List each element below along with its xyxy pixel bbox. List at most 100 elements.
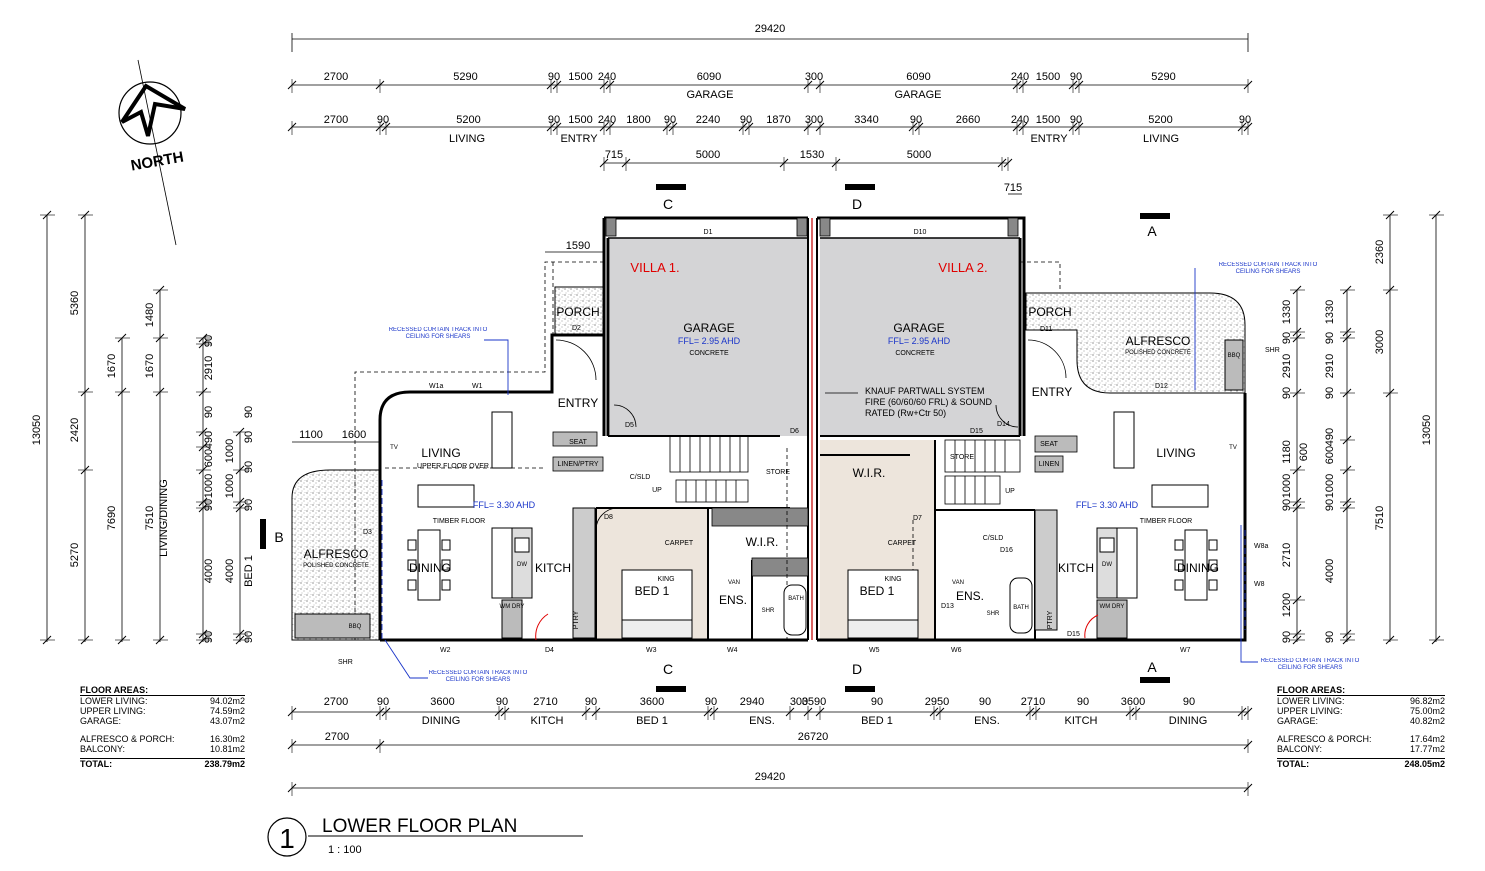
dim-bot-label-4: BED 1 bbox=[861, 715, 893, 727]
svg-text:ENS.: ENS. bbox=[956, 589, 984, 603]
dim-bot1-8: 2940 bbox=[740, 696, 764, 708]
north-label: NORTH bbox=[129, 149, 184, 175]
bottom-dimensions bbox=[292, 711, 1248, 789]
svg-text:FFL= 3.30 AHD: FFL= 3.30 AHD bbox=[1076, 500, 1139, 510]
svg-text:DW: DW bbox=[1102, 562, 1112, 568]
svg-text:SHR: SHR bbox=[1265, 347, 1280, 354]
svg-text:UPPER FLOOR OVER: UPPER FLOOR OVER bbox=[417, 463, 489, 470]
svg-text:FIRE (60/60/60 FRL) & SOUND: FIRE (60/60/60 FRL) & SOUND bbox=[865, 397, 993, 407]
dim-overall-top: 29420 bbox=[755, 23, 786, 35]
svg-text:C/SLD: C/SLD bbox=[983, 535, 1004, 542]
areas-left-row-value: 43.07m2 bbox=[209, 716, 245, 726]
svg-text:1590: 1590 bbox=[566, 240, 590, 252]
svg-text:VAN: VAN bbox=[728, 580, 740, 586]
svg-text:W8: W8 bbox=[1254, 581, 1265, 588]
dim-r2-5: 600 bbox=[1324, 446, 1336, 464]
dim-top1-0: 2700 bbox=[324, 71, 348, 83]
svg-text:STORE: STORE bbox=[766, 469, 790, 476]
svg-text:CONCRETE: CONCRETE bbox=[689, 350, 729, 357]
svg-text:D7: D7 bbox=[913, 515, 922, 522]
dim-label-living-1: LIVING bbox=[449, 133, 485, 145]
svg-text:D15: D15 bbox=[1067, 631, 1080, 638]
dim-top1-2: 90 bbox=[548, 71, 560, 83]
dim-l4-3: LIVING/DINING bbox=[158, 479, 170, 557]
areas-right-row: ALFRESCO & PORCH:17.64m2 bbox=[1277, 734, 1445, 744]
svg-text:A: A bbox=[1147, 659, 1157, 675]
svg-text:C/SLD: C/SLD bbox=[630, 474, 651, 481]
svg-text:D3: D3 bbox=[363, 529, 372, 536]
areas-left-row-label: BALCONY: bbox=[80, 744, 126, 754]
svg-text:W6: W6 bbox=[951, 647, 962, 654]
dim-top2-11: 300 bbox=[805, 114, 823, 126]
areas-left-heading: FLOOR AREAS: bbox=[80, 685, 245, 696]
svg-text:STORE: STORE bbox=[950, 454, 974, 461]
dim-r3-2: 2910 bbox=[1281, 354, 1293, 378]
dim-r1-1: 3000 bbox=[1374, 330, 1386, 354]
svg-text:PTRY: PTRY bbox=[573, 610, 580, 629]
dim-bot1-1: 90 bbox=[377, 696, 389, 708]
svg-text:ALFRESCO: ALFRESCO bbox=[304, 547, 369, 561]
villa-2-label: VILLA 2. bbox=[938, 260, 987, 275]
svg-text:ENS.: ENS. bbox=[719, 593, 747, 607]
areas-right-row-value: 40.82m2 bbox=[1409, 716, 1445, 726]
svg-text:D1: D1 bbox=[704, 229, 713, 236]
dim-l4-2: 7510 bbox=[144, 506, 156, 530]
svg-text:W3: W3 bbox=[646, 647, 657, 654]
curtain-leaders bbox=[381, 268, 1258, 679]
dim-l5-0: 90 bbox=[203, 335, 215, 347]
dim-top1-4: 240 bbox=[598, 71, 616, 83]
svg-text:CARPET: CARPET bbox=[888, 540, 917, 547]
svg-text:D: D bbox=[852, 196, 862, 212]
svg-text:D10: D10 bbox=[914, 229, 927, 236]
north-arrow: NORTH bbox=[118, 59, 187, 246]
svg-text:D6: D6 bbox=[790, 428, 799, 435]
title-block: 1 LOWER FLOOR PLAN 1 : 100 bbox=[267, 816, 583, 857]
dim-r3-extra: 600 bbox=[1298, 443, 1310, 461]
dim-bot1-5: 90 bbox=[585, 696, 597, 708]
areas-left-row-value: 74.59m2 bbox=[209, 706, 245, 716]
dim-l2-0: 5360 bbox=[69, 291, 81, 315]
svg-text:DW: DW bbox=[517, 562, 527, 568]
svg-text:POLISHED CONCRETE: POLISHED CONCRETE bbox=[1125, 350, 1191, 356]
dim-r2-4: 490 bbox=[1324, 428, 1336, 446]
svg-text:SHR: SHR bbox=[987, 611, 1000, 617]
svg-text:PORCH: PORCH bbox=[1028, 305, 1071, 319]
dim-l7-2: 90 bbox=[243, 499, 255, 511]
svg-text:SEAT: SEAT bbox=[569, 439, 587, 446]
dim-l7-0: 90 bbox=[243, 431, 255, 443]
svg-text:PORCH: PORCH bbox=[556, 305, 599, 319]
dim-r2-1: 90 bbox=[1324, 332, 1336, 344]
dim-bot1-9: 300 bbox=[790, 696, 808, 708]
areas-left-row-value: 10.81m2 bbox=[209, 744, 245, 754]
svg-text:SEAT: SEAT bbox=[1040, 441, 1058, 448]
dim-r2-9: 90 bbox=[1324, 631, 1336, 643]
areas-right-row-label: GARAGE: bbox=[1277, 716, 1319, 726]
svg-text:KITCH: KITCH bbox=[535, 561, 571, 575]
svg-text:ENTRY: ENTRY bbox=[1032, 385, 1072, 399]
dim-5000-b: 5000 bbox=[907, 149, 931, 161]
areas-right-row-label: BALCONY: bbox=[1277, 744, 1323, 754]
svg-text:SHR: SHR bbox=[762, 608, 775, 614]
svg-text:D: D bbox=[852, 661, 862, 677]
dim-l6-0: 1000 bbox=[224, 439, 236, 463]
svg-text:D5: D5 bbox=[625, 422, 634, 429]
svg-text:PTRY: PTRY bbox=[1047, 610, 1054, 629]
dim-l5-5: 1000 bbox=[203, 474, 215, 498]
furniture bbox=[294, 339, 1244, 639]
dim-top2-5: 240 bbox=[598, 114, 616, 126]
dim-l2-1: 2420 bbox=[69, 418, 81, 442]
dim-top2-17: 90 bbox=[1070, 114, 1082, 126]
svg-text:ALFRESCO: ALFRESCO bbox=[1126, 334, 1191, 348]
dim-r2-8: 4000 bbox=[1324, 559, 1336, 583]
svg-text:A: A bbox=[1147, 223, 1157, 239]
dim-top1-6: 300 bbox=[805, 71, 823, 83]
dim-r3-9: 90 bbox=[1281, 631, 1293, 643]
dim-top2-19: 90 bbox=[1239, 114, 1251, 126]
dim-bottom-2700: 2700 bbox=[325, 731, 349, 743]
dim-l5-6: 90 bbox=[203, 499, 215, 511]
areas-right-row-value: 17.64m2 bbox=[1409, 734, 1445, 744]
dim-bot1-6: 3600 bbox=[640, 696, 664, 708]
svg-text:W4: W4 bbox=[727, 647, 738, 654]
dim-l3-0: 1670 bbox=[106, 354, 118, 378]
dim-l5-7: 4000 bbox=[203, 559, 215, 583]
